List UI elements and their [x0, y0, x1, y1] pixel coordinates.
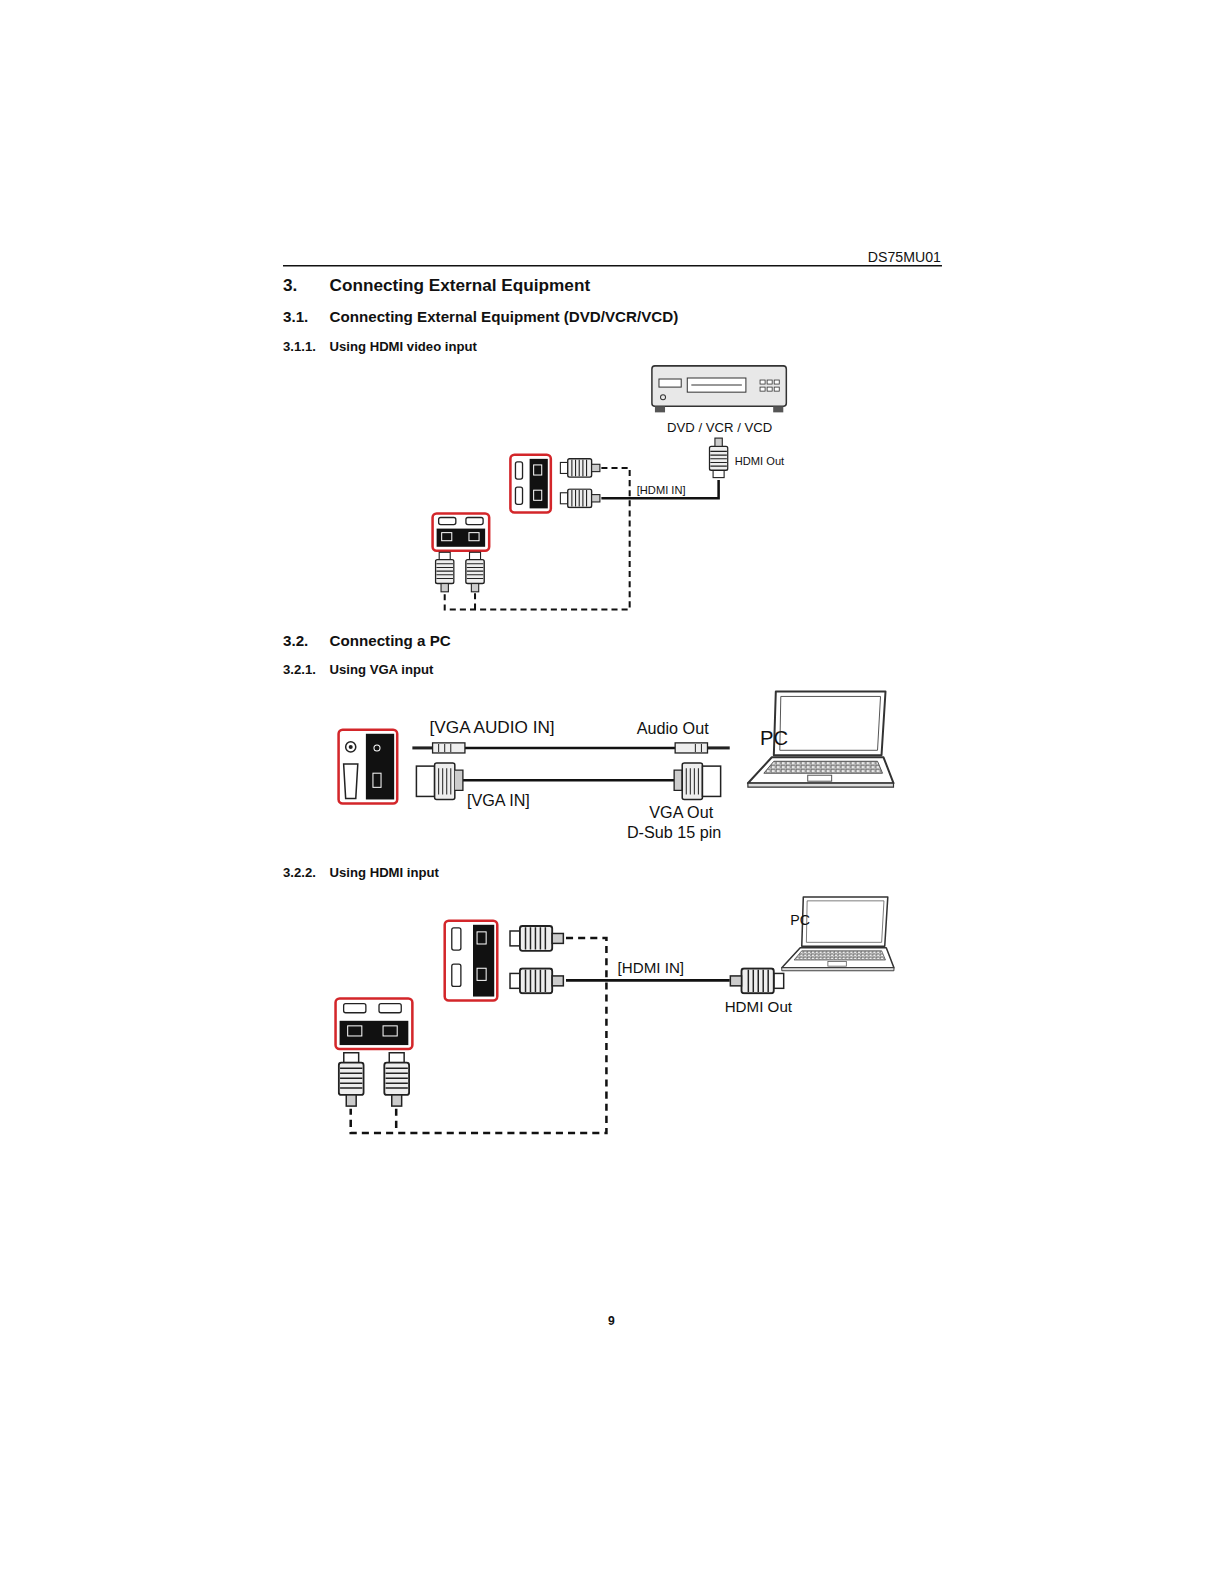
device-name: PC	[760, 727, 788, 749]
section-heading: Using VGA input	[329, 663, 433, 677]
page-number: 9	[608, 1315, 615, 1328]
section-number: 3.2.	[283, 632, 308, 649]
port-label: HDMI Out	[735, 455, 784, 467]
laptop	[748, 691, 894, 787]
port-label: [HDMI IN]	[637, 484, 686, 496]
section-heading: Using HDMI video input	[329, 339, 476, 353]
section-number: 3.1.	[283, 309, 308, 326]
section-heading: Connecting External Equipment (DVD/VCR/V…	[329, 309, 678, 326]
port-label: [HDMI IN]	[618, 960, 685, 977]
port-label: Audio Out	[637, 720, 709, 738]
section-heading: Using HDMI input	[329, 866, 438, 880]
device-name: DVD / VCR / VCD	[667, 421, 772, 435]
section-number: 3.2.2.	[283, 866, 316, 880]
laptop	[782, 897, 894, 971]
vga-cable	[416, 763, 720, 799]
port-label: [VGA AUDIO IN]	[430, 719, 555, 738]
section-number: 3.2.1.	[283, 663, 316, 677]
port-label: D-Sub 15 pin	[627, 824, 721, 842]
section-heading: Connecting External Equipment	[329, 277, 590, 296]
device-name: PC	[790, 913, 810, 929]
port-label: VGA Out	[649, 804, 713, 822]
section-number: 3.	[283, 277, 297, 296]
section-number: 3.1.1.	[283, 339, 316, 353]
port-label: HDMI Out	[725, 999, 792, 1016]
vga-port-panel	[339, 730, 398, 804]
hdmi-port-panel	[336, 921, 498, 1049]
dvd-player	[652, 366, 786, 412]
doc-id: DS75MU01	[868, 250, 941, 266]
port-label: [VGA IN]	[467, 792, 530, 810]
audio-cable	[412, 743, 729, 753]
hdmi-port-panel	[433, 455, 551, 551]
section-heading: Connecting a PC	[329, 632, 450, 649]
